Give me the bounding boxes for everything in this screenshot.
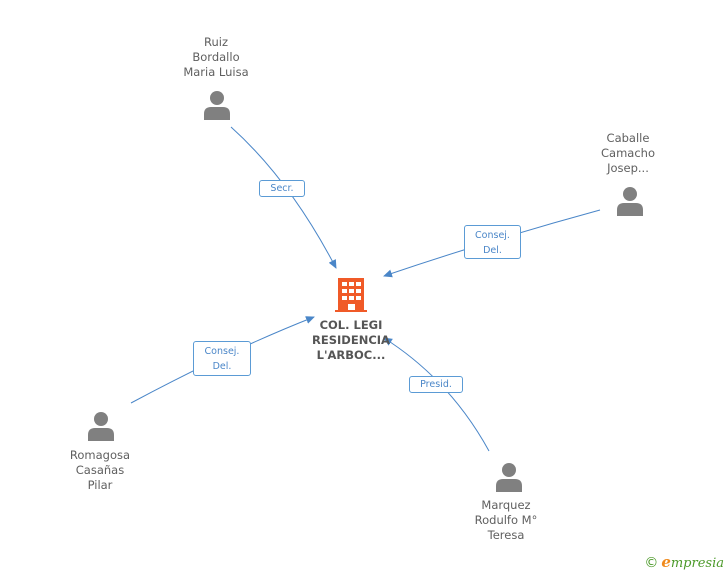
person-name-line: Romagosa xyxy=(69,448,131,462)
person-name-line: Camacho xyxy=(601,146,655,160)
brand-initial: e xyxy=(661,553,671,571)
person-name-marquez[interactable]: Marquez Rodulfo M° Teresa xyxy=(446,498,566,543)
person-name-romagosa[interactable]: Romagosa Casañas Pilar xyxy=(40,448,160,493)
empresia-logo: ©empresia xyxy=(644,553,724,571)
role-label-consej-del[interactable]: Consej. Del. xyxy=(464,225,521,259)
company-name-line: COL. LEGI xyxy=(319,318,383,332)
role-label-presid[interactable]: Presid. xyxy=(409,376,463,393)
company-name-line: RESIDENCIA xyxy=(312,333,390,347)
role-label-text: Presid. xyxy=(420,379,452,390)
person-name-caballe[interactable]: Caballe Camacho Josep... xyxy=(568,131,688,176)
person-icon[interactable] xyxy=(202,90,232,120)
edge-ruiz xyxy=(230,126,337,269)
person-icon[interactable] xyxy=(494,462,524,492)
person-name-ruiz[interactable]: Ruiz Bordallo Maria Luisa xyxy=(156,35,276,80)
role-label-text: Consej. xyxy=(475,230,510,241)
person-name-line: Marquez xyxy=(481,498,531,512)
person-name-line: Josep... xyxy=(607,161,649,175)
company-name-line: L'ARBOC... xyxy=(316,348,386,362)
role-label-text: Consej. xyxy=(204,346,240,357)
person-name-line: Caballe xyxy=(606,131,650,145)
person-name-line: Ruiz xyxy=(204,35,228,49)
role-label-text: Secr. xyxy=(270,183,294,194)
company-name[interactable]: COL. LEGI RESIDENCIA L'ARBOC... xyxy=(291,318,411,363)
brand-rest: mpresia xyxy=(670,556,724,571)
role-label-text: Del. xyxy=(212,361,232,372)
person-name-line: Rodulfo M° xyxy=(474,513,538,527)
person-name-line: Bordallo xyxy=(192,50,240,64)
copyright-symbol: © xyxy=(644,555,659,571)
role-label-consej-del[interactable]: Consej. Del. xyxy=(193,341,251,376)
person-name-line: Maria Luisa xyxy=(183,65,249,79)
person-name-line: Pilar xyxy=(87,478,113,492)
person-icon[interactable] xyxy=(86,411,116,441)
person-icon[interactable] xyxy=(615,186,645,216)
person-name-line: Teresa xyxy=(487,528,525,542)
role-label-text: Del. xyxy=(483,245,502,256)
person-name-line: Casañas xyxy=(75,463,125,477)
role-label-secr[interactable]: Secr. xyxy=(259,180,305,197)
building-icon xyxy=(335,278,367,312)
